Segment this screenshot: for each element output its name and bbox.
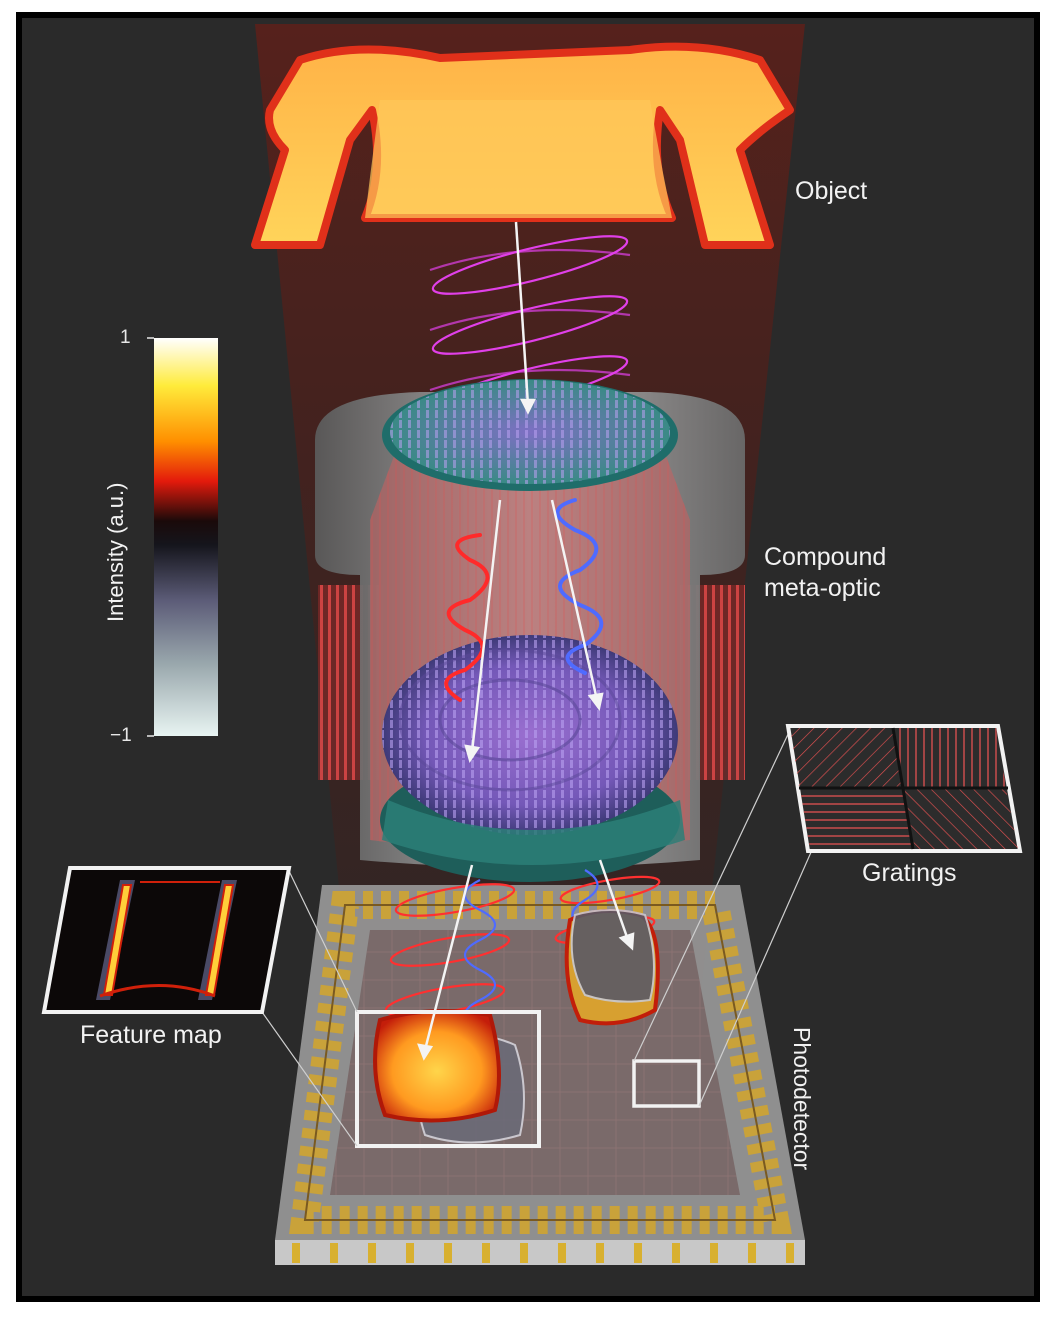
colorbar-max-label: 1 (120, 327, 131, 348)
ray-arrows (464, 221, 604, 763)
compound-meta-optic (315, 379, 745, 882)
colorbar-min-label: −1 (110, 725, 132, 746)
feature-map-label: Feature map (80, 1021, 222, 1049)
photodetector-label: Photodetector (789, 1027, 815, 1171)
object-image (251, 42, 794, 249)
colorbar-axis-label: Intensity (a.u.) (103, 482, 128, 622)
compound-label-line2: meta-optic (764, 574, 881, 602)
feature-region-box (355, 1010, 541, 1148)
feature-map-inset (41, 866, 292, 1014)
gratings-inset (785, 724, 1023, 853)
compound-label-line1: Compound (764, 543, 887, 571)
colorbar (147, 337, 218, 737)
gratings-label: Gratings (862, 859, 957, 887)
object-label: Object (795, 177, 868, 205)
leader-lines (261, 729, 813, 1147)
grating-region-box (632, 1059, 701, 1108)
